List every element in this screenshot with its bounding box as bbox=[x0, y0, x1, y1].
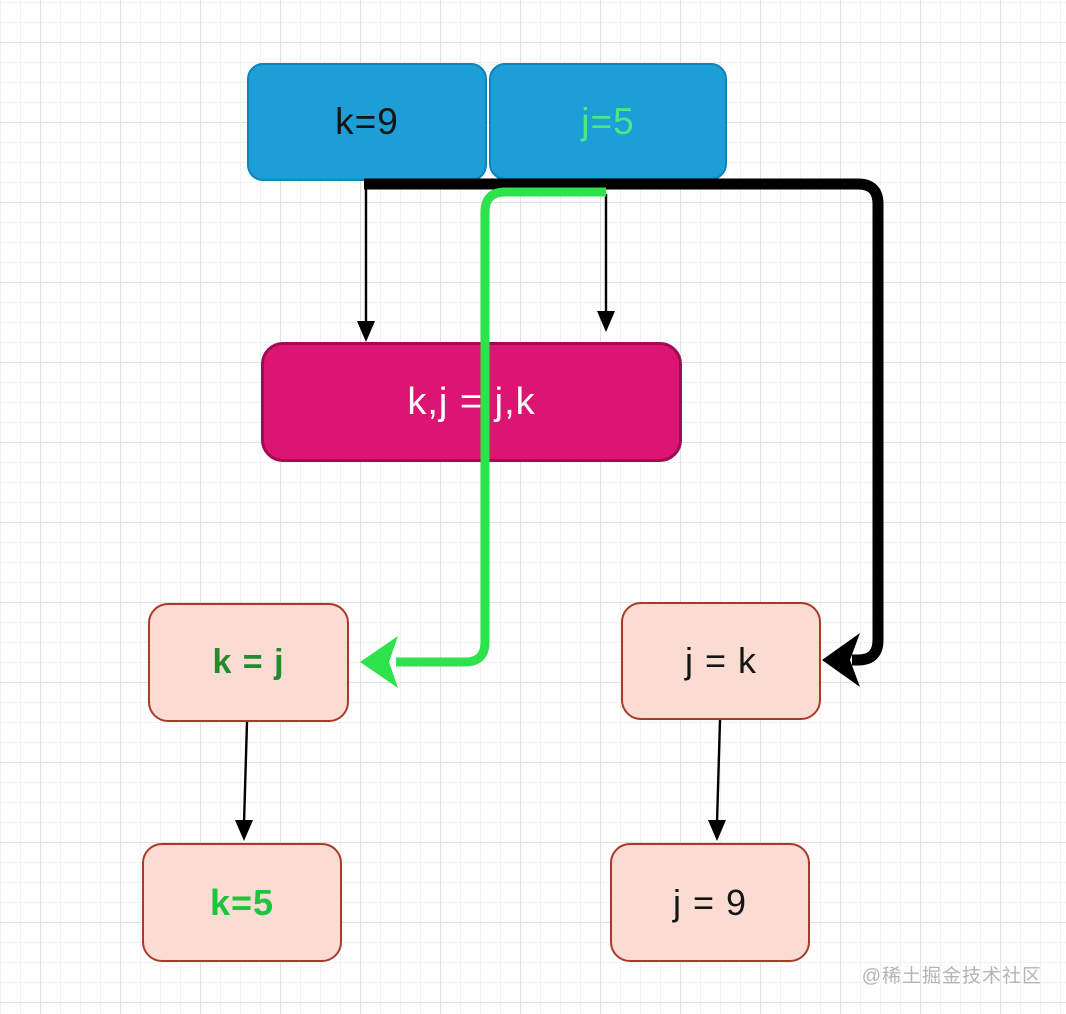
arrow-j5-to-swap-icon bbox=[597, 194, 615, 332]
watermark: @稀土掘金技术社区 bbox=[861, 966, 1042, 987]
arrow-k9-to-swap-icon bbox=[357, 186, 375, 342]
node-k9-label: k=9 bbox=[335, 101, 399, 142]
node-j-equals-k: j = k bbox=[621, 602, 821, 720]
node-k9: k=9 bbox=[247, 63, 487, 181]
node-k-equals-j: k = j bbox=[148, 603, 349, 722]
node-j-equals-9: j = 9 bbox=[610, 843, 810, 962]
node-k5-label: k=5 bbox=[209, 881, 275, 923]
arrow-kj-to-k5-icon bbox=[235, 721, 253, 841]
node-kj-label: k = j bbox=[212, 643, 285, 681]
node-j9-label: j = 9 bbox=[672, 881, 748, 923]
node-j5: j=5 bbox=[489, 63, 727, 180]
node-k-equals-5: k=5 bbox=[142, 843, 342, 962]
node-jk-label: j = k bbox=[684, 640, 758, 681]
node-swap-label: k,j = j,k bbox=[407, 380, 536, 423]
node-swap-statement: k,j = j,k bbox=[261, 342, 682, 462]
arrow-jk-to-j9-icon bbox=[708, 719, 726, 841]
node-j5-label: j=5 bbox=[581, 100, 635, 142]
